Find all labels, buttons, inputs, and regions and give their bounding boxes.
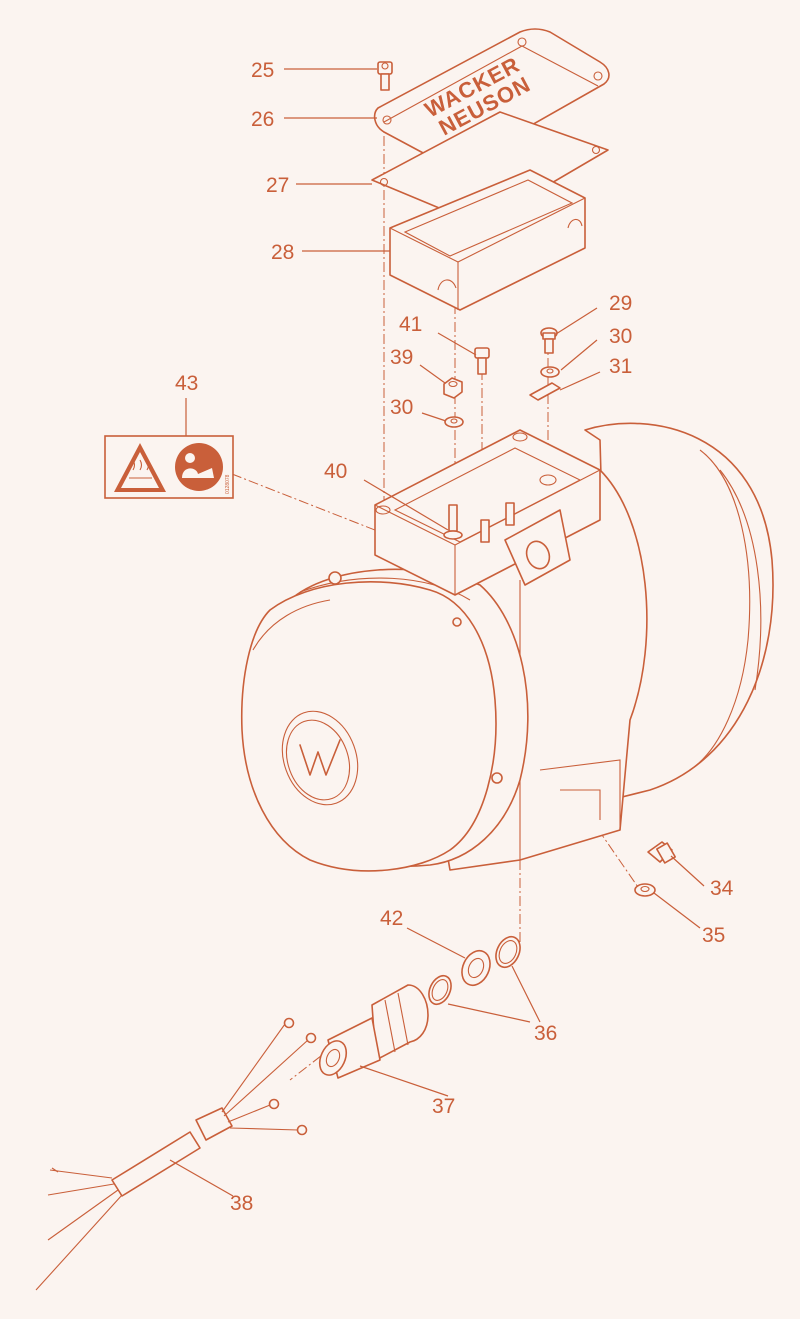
screw-41 (474, 347, 490, 375)
callout-26: 26 (251, 108, 274, 131)
nut-39 (443, 377, 463, 399)
o-ring-36-upper (495, 935, 521, 969)
callout-43: 43 (175, 372, 198, 395)
callout-40: 40 (324, 460, 347, 483)
o-ring-36-lower (428, 974, 452, 1006)
label-code: 0128078 (225, 474, 231, 494)
callout-28: 28 (271, 241, 294, 264)
frame (389, 169, 586, 311)
callout-29: 29 (609, 292, 632, 315)
callout-30-right: 30 (609, 325, 632, 348)
cable-gland-37 (318, 984, 429, 1079)
warning-label: 0128078 (104, 435, 234, 499)
callout-41: 41 (399, 313, 422, 336)
screw-34 (647, 841, 676, 864)
callout-35: 35 (702, 924, 725, 947)
screw-29 (540, 327, 558, 354)
callout-36: 36 (534, 1022, 557, 1045)
callout-30-left: 30 (390, 396, 413, 419)
washer-30-left (444, 416, 464, 428)
callouts: 25 26 27 28 29 30 31 39 41 30 43 40 34 3… (175, 59, 734, 1215)
callout-42: 42 (380, 907, 403, 930)
callout-34: 34 (710, 877, 734, 900)
callout-31: 31 (609, 355, 632, 378)
washer-35 (634, 883, 656, 897)
cable-38 (35, 1017, 317, 1291)
read-manual-icon (175, 443, 223, 491)
motor-housing (240, 422, 774, 872)
screw-25 (377, 61, 393, 91)
callout-27: 27 (266, 174, 289, 197)
lug-31 (529, 382, 561, 401)
terminal-box (374, 429, 601, 596)
seal-42 (461, 949, 491, 987)
callout-39: 39 (390, 346, 413, 369)
leader-lines (169, 68, 705, 1197)
wacker-logo-icon (299, 739, 341, 776)
hot-surface-warning-icon (114, 443, 166, 492)
callout-37: 37 (432, 1095, 455, 1118)
callout-25: 25 (251, 59, 274, 82)
callout-38: 38 (230, 1192, 253, 1215)
washer-30-right (540, 366, 560, 378)
